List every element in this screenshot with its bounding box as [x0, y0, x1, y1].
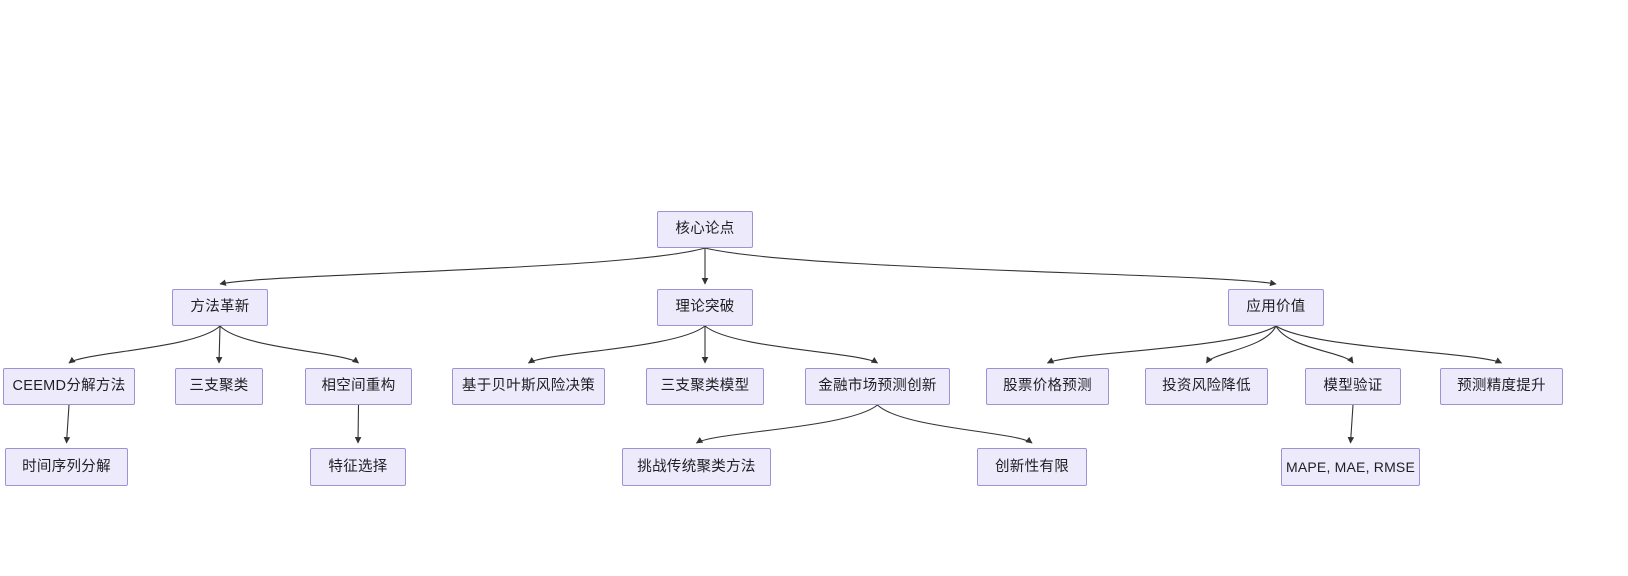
- edge-b3-to-c9: [1275, 325, 1354, 364]
- node-label: 三支聚类模型: [660, 378, 750, 395]
- node-c8[interactable]: 投资风险降低: [1145, 368, 1268, 405]
- edge-b1-to-c2: [215, 325, 223, 364]
- node-label: MAPE, MAE, RMSE: [1285, 459, 1416, 475]
- node-label: 挑战传统聚类方法: [637, 458, 756, 475]
- edge-c3-to-d2: [354, 404, 362, 444]
- node-label: 股票价格预测: [1003, 378, 1092, 395]
- node-c7[interactable]: 股票价格预测: [986, 368, 1109, 405]
- node-label: CEEMD分解方法: [12, 378, 126, 395]
- node-c1[interactable]: CEEMD分解方法: [3, 368, 135, 405]
- node-b2[interactable]: 理论突破: [657, 289, 753, 326]
- node-label: 金融市场预测创新: [818, 378, 937, 395]
- node-label: 基于贝叶斯风险决策: [461, 378, 596, 395]
- edge-c6-to-d4: [877, 404, 1033, 444]
- node-d4[interactable]: 创新性有限: [977, 448, 1087, 486]
- edge-b1-to-c3: [219, 325, 360, 364]
- node-label: 应用价值: [1246, 299, 1306, 316]
- node-c5[interactable]: 三支聚类模型: [646, 368, 764, 405]
- edge-b3-to-c7: [1046, 325, 1277, 364]
- node-label: 时间序列分解: [22, 458, 111, 475]
- node-d2[interactable]: 特征选择: [310, 448, 406, 486]
- edge-b2-to-c6: [704, 325, 879, 364]
- node-c6[interactable]: 金融市场预测创新: [805, 368, 950, 405]
- edge-root-to-b3: [704, 247, 1277, 287]
- node-label: 理论突破: [675, 299, 735, 316]
- node-d1[interactable]: 时间序列分解: [5, 448, 128, 486]
- edge-b2-to-c4: [527, 325, 706, 364]
- node-label: 投资风险降低: [1162, 378, 1251, 395]
- edge-b1-to-c1: [68, 325, 221, 364]
- node-c3[interactable]: 相空间重构: [305, 368, 412, 405]
- edge-group: [63, 247, 1503, 444]
- node-label: 预测精度提升: [1457, 378, 1546, 395]
- edge-b3-to-c8: [1206, 325, 1277, 364]
- node-label: 模型验证: [1323, 378, 1383, 395]
- node-c4[interactable]: 基于贝叶斯风险决策: [452, 368, 605, 405]
- edge-c1-to-d1: [63, 404, 71, 444]
- node-label: 相空间重构: [321, 378, 396, 395]
- node-d5[interactable]: MAPE, MAE, RMSE: [1281, 448, 1420, 486]
- node-label: 核心论点: [675, 221, 735, 238]
- node-c9[interactable]: 模型验证: [1305, 368, 1401, 405]
- node-d3[interactable]: 挑战传统聚类方法: [622, 448, 771, 486]
- node-label: 方法革新: [190, 299, 250, 316]
- edge-c9-to-d5: [1347, 404, 1355, 444]
- node-label: 三支聚类: [189, 378, 249, 395]
- node-b3[interactable]: 应用价值: [1228, 289, 1324, 326]
- node-root[interactable]: 核心论点: [657, 211, 753, 248]
- node-label: 特征选择: [328, 458, 388, 475]
- edge-c6-to-d3: [695, 404, 878, 444]
- node-label: 创新性有限: [995, 458, 1069, 475]
- node-b1[interactable]: 方法革新: [172, 289, 268, 326]
- edge-b3-to-c10: [1275, 325, 1503, 364]
- node-c10[interactable]: 预测精度提升: [1440, 368, 1563, 405]
- node-c2[interactable]: 三支聚类: [175, 368, 263, 405]
- edge-root-to-b1: [219, 247, 706, 286]
